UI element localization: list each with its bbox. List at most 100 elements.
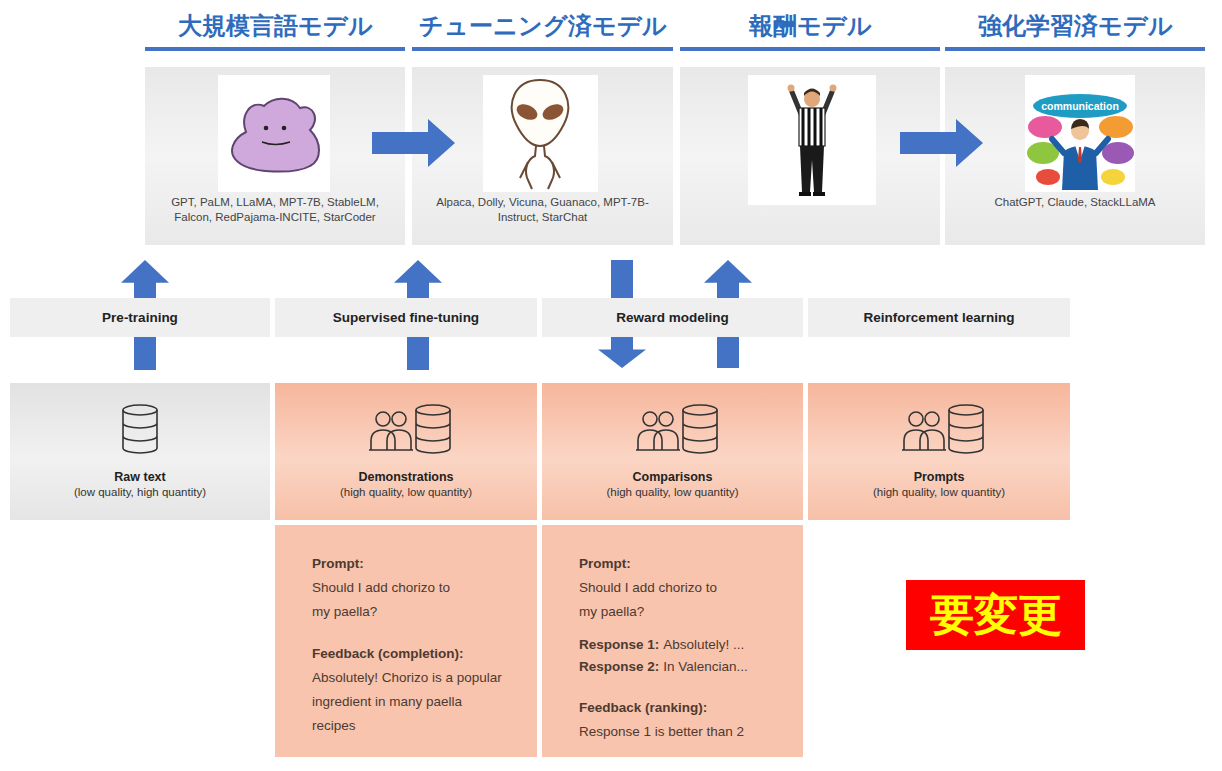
database-icons xyxy=(123,405,983,453)
referee-hair xyxy=(804,89,820,97)
man-hair xyxy=(1071,119,1089,129)
db-top xyxy=(683,405,717,415)
speech-bubble xyxy=(1102,142,1134,164)
speech-bubble xyxy=(1028,116,1062,138)
stage-name: Reward modeling xyxy=(610,310,735,325)
example-line: Feedback (ranking): xyxy=(579,696,791,720)
people-icon xyxy=(369,412,413,450)
source-title: Prompts xyxy=(808,469,1070,485)
alien-eye xyxy=(514,101,540,123)
man-suit xyxy=(1062,146,1098,190)
example-line: Feedback (completion): xyxy=(312,642,525,666)
block-arrow xyxy=(598,337,646,368)
db-body xyxy=(416,410,450,453)
stage-label: Reinforcement learning xyxy=(808,298,1070,337)
person-body xyxy=(902,430,946,450)
example-line: Should I add chorizo to my paella? xyxy=(312,576,525,624)
example-text: Absolutely! ... xyxy=(663,637,744,652)
example-line: Absolutely! Chorizo is a popular ingredi… xyxy=(312,666,525,738)
panel-heading: 強化学習済モデル xyxy=(945,9,1205,51)
alien-eye xyxy=(540,101,566,123)
speech-bubble xyxy=(1033,94,1127,118)
man-tie xyxy=(1078,147,1082,164)
source-title: Raw text xyxy=(10,469,270,485)
source-note: (high quality, low quantity) xyxy=(542,485,803,500)
example-line: Should I add chorizo to my paella? xyxy=(579,576,791,624)
block-arrow xyxy=(134,337,156,370)
panel-heading: 大規模言語モデル xyxy=(145,9,405,51)
man-head xyxy=(1071,122,1089,140)
model-list: GPT, PaLM, LLaMA, MPT-7B, StableLM, Falc… xyxy=(145,195,405,225)
blob-eye xyxy=(282,126,287,131)
bubble-word: communication xyxy=(1041,100,1119,112)
database-icon xyxy=(416,405,450,453)
speech-bubble xyxy=(1099,116,1133,138)
model-panel: 大規模言語モデルGPT, PaLM, LLaMA, MPT-7B, Stable… xyxy=(145,67,405,245)
picture-ground xyxy=(1025,75,1135,192)
man-shirt xyxy=(1075,145,1085,161)
shirt-stripes xyxy=(803,108,821,146)
alien-illustration xyxy=(483,75,598,192)
blob-mouth xyxy=(262,142,290,145)
person-body xyxy=(369,430,413,450)
stage-name: Pre-training xyxy=(96,310,184,325)
person-head xyxy=(925,412,939,426)
db-top xyxy=(123,405,157,415)
block-arrow xyxy=(372,119,455,167)
example-line: Response 1 is better than 2 xyxy=(579,720,791,744)
alien-head xyxy=(512,80,568,146)
example-text: Should I add chorizo to my paella? xyxy=(312,576,462,624)
speech-bubble xyxy=(1036,169,1060,185)
database-icon xyxy=(123,405,157,453)
referee-shoe xyxy=(813,192,825,196)
source-note: (high quality, low quantity) xyxy=(275,485,537,500)
stamp-text: 要変更 xyxy=(930,593,1062,637)
blob-eye xyxy=(264,126,269,131)
model-panel: 強化学習済モデルChatGPT, Claude, StackLLaMA xyxy=(945,67,1205,245)
blob-body xyxy=(232,99,319,172)
picture-ground xyxy=(748,75,876,205)
example-text: Should I add chorizo to my paella? xyxy=(579,576,729,624)
person-head xyxy=(392,412,406,426)
speech-bubble xyxy=(1101,169,1125,185)
db-body xyxy=(949,410,983,453)
db-top xyxy=(416,405,450,415)
db-top xyxy=(949,405,983,415)
man-arm xyxy=(1052,139,1108,153)
database-icon xyxy=(949,405,983,453)
people-icon xyxy=(902,412,946,450)
ditto-illustration xyxy=(218,75,330,192)
person-head xyxy=(659,412,673,426)
data-source-box: Comparisons(high quality, low quantity) xyxy=(542,383,803,520)
source-note: (low quality, high quantity) xyxy=(10,485,270,500)
example-card: Prompt:Should I add chorizo to my paella… xyxy=(542,525,803,757)
block-arrow xyxy=(121,260,169,298)
person-head xyxy=(909,412,923,426)
person-head xyxy=(643,412,657,426)
referee-trousers xyxy=(800,146,824,192)
block-arrow xyxy=(704,260,752,298)
db-body xyxy=(123,410,157,453)
data-source-box: Demonstrations(high quality, low quantit… xyxy=(275,383,537,520)
communication-illustration xyxy=(1025,75,1135,192)
example-field-label: Response 1: xyxy=(579,637,659,652)
data-source-box: Prompts(high quality, low quantity) xyxy=(808,383,1070,520)
block-arrow xyxy=(394,260,442,298)
speech-bubble xyxy=(1027,142,1059,164)
example-line: Response 1: Absolutely! ... xyxy=(579,634,791,656)
database-icon xyxy=(683,405,717,453)
example-card: Prompt:Should I add chorizo to my paella… xyxy=(275,525,537,757)
person-body xyxy=(636,430,680,450)
model-list: Alpaca, Dolly, Vicuna, Guanaco, MPT-7B-I… xyxy=(412,195,673,225)
referee-hand xyxy=(788,85,795,92)
stage-name: Supervised fine-tuning xyxy=(327,310,485,325)
picture-ground xyxy=(218,75,330,192)
example-field-label: Response 2: xyxy=(579,659,659,674)
stage-label: Pre-training xyxy=(10,298,270,337)
picture-ground xyxy=(483,75,598,192)
referee-hand xyxy=(830,85,837,92)
source-title: Demonstrations xyxy=(275,469,537,485)
block-arrow xyxy=(900,119,983,167)
